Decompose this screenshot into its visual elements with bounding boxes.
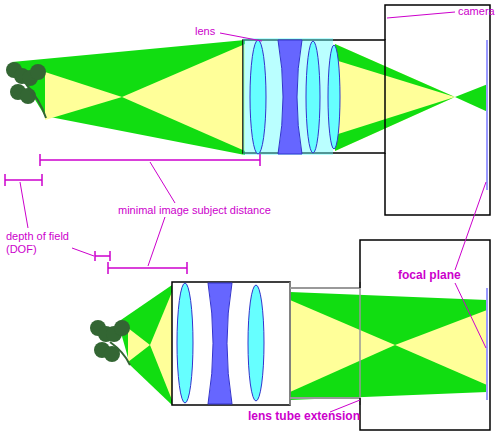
dimension-label: depth of field (DOF) bbox=[6, 230, 72, 256]
part-label: lens tube extension bbox=[248, 410, 360, 423]
part-label: camera bbox=[458, 5, 495, 18]
part-label: focal plane bbox=[398, 269, 461, 282]
part-label: lens bbox=[195, 25, 215, 38]
dimension-label: minimal image subject distance bbox=[118, 204, 271, 217]
